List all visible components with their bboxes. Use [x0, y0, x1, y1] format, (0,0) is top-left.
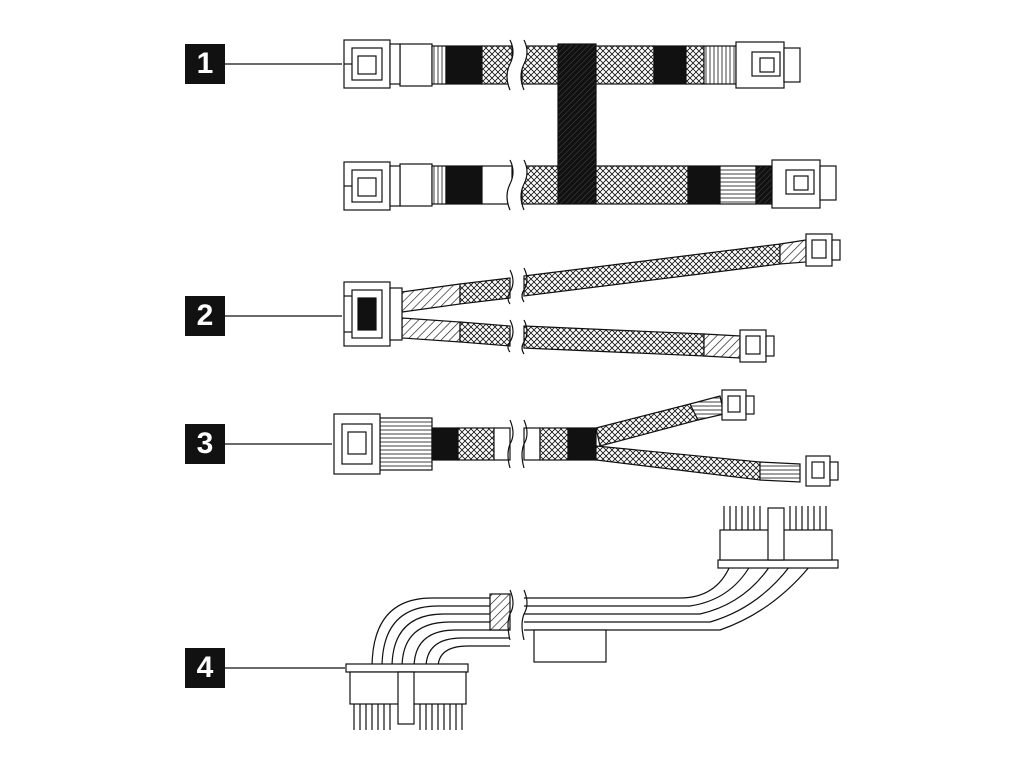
- callout-3-badge: 3: [185, 424, 225, 464]
- cable-3-small-connector-bottom: [805, 455, 839, 487]
- cable-1-right-connector-top: [735, 41, 801, 89]
- callout-4-badge: 4: [185, 648, 225, 688]
- cable-3-small-connector-top: [721, 389, 755, 421]
- cable-3-main-connector: [333, 413, 381, 475]
- cable-4-break-marks: [507, 589, 528, 641]
- cable-4-power-connector-left: [345, 663, 469, 730]
- cable-2-small-connector-bottom: [739, 329, 775, 363]
- cable-1-break-marks: [506, 39, 528, 211]
- cable-3: [333, 389, 839, 487]
- cable-4: [345, 506, 839, 730]
- callout-2-badge: 2: [185, 296, 225, 336]
- callout-1-label: 1: [196, 47, 214, 80]
- callout-3-label: 3: [196, 427, 214, 460]
- cable-2-main-connector: [343, 281, 403, 347]
- cable-4-sleeve: [489, 593, 511, 631]
- cable-1-left-connector-top: [343, 39, 401, 89]
- callout-4-label: 4: [196, 651, 214, 684]
- leader-lines: [225, 63, 345, 669]
- cable-3-break-marks: [507, 419, 528, 469]
- cable-2: [343, 233, 841, 363]
- callout-2-label: 2: [196, 299, 214, 332]
- cable-4-power-connector-right: [717, 506, 839, 569]
- cable-1: [343, 39, 837, 211]
- callout-1-badge: 1: [185, 44, 225, 84]
- cable-1-right-connector-bottom: [771, 159, 837, 209]
- cable-1-left-connector-bottom: [343, 161, 401, 211]
- cable-2-small-connector-top: [805, 233, 841, 267]
- cable-1-trunk: [557, 43, 597, 205]
- cable-2-break-marks: [507, 267, 528, 355]
- cable-4-label-tag: [533, 629, 607, 663]
- cable-4-wires: [371, 565, 811, 669]
